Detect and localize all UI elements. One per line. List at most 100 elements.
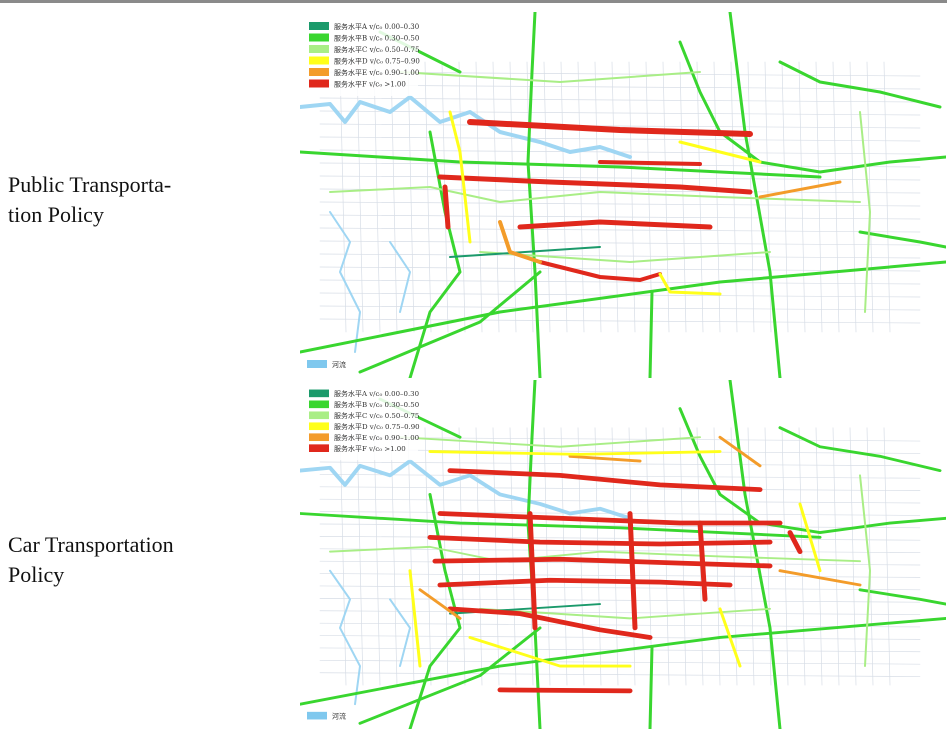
road-los-c: [859, 474, 871, 668]
road-los-f: [437, 174, 753, 195]
street-line: [883, 61, 891, 333]
road-los-c: [859, 111, 871, 313]
road-los-e: [718, 435, 762, 468]
street-line: [319, 253, 921, 259]
street-line: [319, 536, 921, 541]
public-transportation-policy-label: Public Transporta-tion Policy: [8, 172, 172, 227]
road-los-f: [697, 520, 708, 602]
road-los-d: [658, 272, 722, 296]
arterial-roads: [300, 380, 946, 729]
road-los-b: [526, 12, 542, 378]
road-los-a: [449, 246, 601, 258]
road-los-d: [678, 140, 762, 164]
street-line: [611, 427, 619, 686]
road-los-f: [627, 511, 638, 631]
street-line: [645, 61, 653, 333]
street-line: [849, 427, 857, 686]
street-line: [319, 266, 921, 272]
street-line: [319, 279, 921, 285]
road-los-e: [758, 180, 842, 199]
legend-entry-text: 服务水平C v/c₀ 0.50–0.75: [334, 45, 420, 54]
road-los-f: [437, 577, 733, 588]
legend-swatch: [309, 79, 329, 88]
road-los-b: [728, 12, 782, 378]
street-line: [883, 427, 891, 686]
street-line: [339, 61, 347, 333]
road-los-f: [437, 511, 783, 526]
street-line: [319, 201, 921, 207]
river-path: [389, 598, 411, 668]
legend-swatch: [309, 400, 329, 409]
street-line: [594, 61, 602, 333]
street-line: [390, 427, 398, 686]
legend-swatch: [309, 33, 329, 42]
car-transportation-traffic-map: 服务水平A v/c₀ 0.00–0.30 服务水平B v/c₀ 0.30–0.50…: [300, 380, 946, 729]
street-line: [781, 61, 789, 333]
road-los-c: [399, 436, 701, 448]
legend: 服务水平A v/c₀ 0.00–0.30 服务水平B v/c₀ 0.30–0.50…: [306, 385, 420, 461]
street-line: [319, 585, 921, 591]
street-line: [628, 61, 636, 333]
legend-entry-text: 服务水平A v/c₀ 0.00–0.30: [334, 389, 419, 398]
street-line: [319, 622, 921, 628]
congestion: [408, 435, 862, 694]
street-grid: [319, 427, 921, 686]
street-line: [319, 84, 921, 90]
street-line: [747, 427, 755, 686]
road-los-d: [718, 607, 742, 668]
road-los-e: [778, 569, 862, 587]
street-line: [424, 61, 432, 333]
river-legend-text: 河流: [332, 712, 346, 721]
street-line: [407, 61, 415, 333]
street-line: [319, 474, 921, 479]
street-line: [319, 498, 921, 504]
street-line: [815, 427, 823, 686]
street-line: [339, 427, 347, 686]
road-los-c: [329, 545, 861, 563]
legend-entry-text: 服务水平F v/c₀ >1.00: [334, 80, 406, 89]
road-los-b: [408, 492, 462, 729]
legend-entry-text: 服务水平C v/c₀ 0.50–0.75: [334, 411, 419, 420]
road-los-b: [300, 512, 822, 539]
legend-entry-text: 服务水平E v/c₀ 0.90–1.00: [334, 433, 419, 442]
street-line: [662, 427, 670, 686]
road-los-d: [428, 450, 722, 456]
street-line: [577, 61, 585, 333]
street-line: [509, 61, 517, 333]
road-los-c: [479, 607, 771, 620]
legend-swatch: [309, 389, 329, 398]
road-los-e: [418, 588, 462, 620]
street-line: [645, 427, 653, 686]
legend-entry-text: 服务水平B v/c₀ 0.30–0.50: [334, 400, 419, 409]
road-los-d: [408, 569, 422, 668]
street-line: [319, 635, 921, 640]
river-path: [329, 211, 361, 353]
street-line: [319, 318, 921, 324]
street-line: [866, 427, 874, 686]
legend-swatch: [309, 68, 329, 76]
street-line: [319, 136, 921, 142]
road-los-f: [497, 687, 633, 694]
road-los-b: [358, 270, 542, 374]
street-line: [319, 598, 921, 603]
street-line: [319, 110, 921, 116]
street-line: [492, 61, 500, 333]
river-path: [329, 569, 361, 706]
road-los-b: [858, 230, 946, 249]
road-los-b: [300, 616, 946, 706]
street-line: [319, 175, 921, 181]
road-los-b: [728, 380, 782, 729]
legend-swatch: [309, 444, 329, 452]
road-los-c: [479, 251, 771, 263]
street-line: [611, 61, 619, 333]
river-legend-text: 河流: [332, 360, 346, 369]
river-legend-swatch: [307, 711, 327, 720]
street-line: [764, 427, 772, 686]
street-line: [319, 240, 921, 246]
rivers: [300, 95, 632, 353]
river-legend-swatch: [307, 360, 327, 368]
legend-swatch: [309, 22, 329, 30]
road-los-f: [527, 511, 538, 631]
street-line: [458, 61, 466, 333]
rivers: [300, 459, 632, 706]
